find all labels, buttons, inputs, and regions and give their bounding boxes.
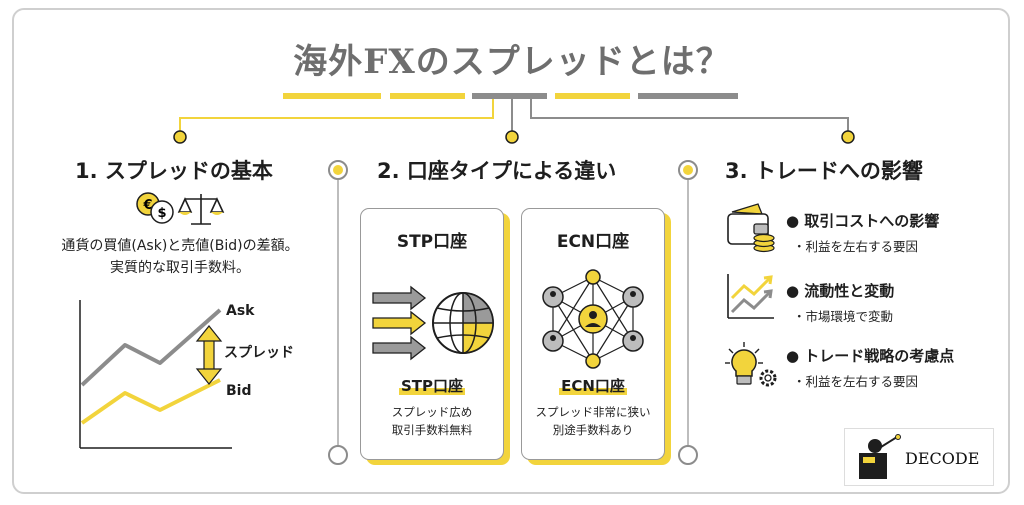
section1-description: 通貨の買値(Ask)と売値(Bid)の差額。 実質的な取引手数料。: [40, 235, 320, 279]
section1-heading: 1. スプレッドの基本: [75, 159, 273, 183]
spread-arrow: [195, 325, 223, 385]
impact-item-head: ● 流動性と変動: [786, 282, 895, 300]
stp-card-desc: スプレッド広め 取引手数料無料: [391, 405, 473, 437]
section3-heading: 3. トレードへの影響: [725, 159, 923, 183]
section2-heading: 2. 口座タイプによる違い: [377, 159, 617, 183]
decode-logo-text: DECODE: [905, 449, 980, 468]
ecn-card-label: ECN口座: [559, 377, 627, 395]
ecn-card-desc: スプレッド非常に狭い 別途手数料あり: [535, 405, 651, 437]
lightbulb-gear-icon: [725, 342, 777, 387]
ecn-card: ECN口座 ECN口座 スプレッド非常に狭い 別途: [521, 208, 665, 460]
impact-item-sub: ・利益を左右する要因: [793, 239, 919, 254]
stp-card-label: STP口座: [398, 377, 466, 395]
spread-label: スプレッド: [224, 345, 294, 361]
impact-item-sub: ・市場環境で変動: [793, 309, 894, 324]
ask-label: Ask: [226, 303, 255, 319]
decode-logo-mark-icon: [859, 434, 901, 479]
ask-line: [80, 308, 222, 387]
connector-dots: [173, 130, 855, 465]
title-underline: [283, 93, 738, 99]
svg-text:€: €: [142, 198, 152, 213]
spread-chart: [79, 300, 232, 449]
arrow-icon: [372, 335, 427, 361]
impact-item-sub: ・利益を左右する要因: [793, 374, 919, 389]
ecn-network-icon: [542, 269, 644, 369]
desc-line-1: 通貨の買値(Ask)と売値(Bid)の差額。: [61, 238, 299, 254]
wallet-icon: [727, 203, 775, 253]
page-title: 海外FXのスプレッドとは？: [293, 42, 731, 82]
bid-line: [80, 378, 221, 425]
bid-label: Bid: [226, 383, 252, 399]
stp-network-icon: [372, 285, 494, 361]
impact-item-head: ● トレード戦略の考慮点: [786, 347, 955, 365]
decode-logo: DECODE: [844, 428, 994, 486]
stp-card-title: STP口座: [396, 232, 468, 252]
trend-chart-icon: [727, 274, 774, 319]
outer-frame: [12, 8, 1010, 494]
impact-item-head: ● 取引コストへの影響: [786, 212, 940, 230]
svg-text:$: $: [157, 206, 166, 221]
arrow-icon: [372, 310, 427, 336]
stp-card: STP口座 STP口座 スプレッド広め 取引手数料無料: [360, 208, 504, 460]
globe-icon: [432, 292, 494, 354]
coins-scale-icon: € $: [136, 192, 225, 225]
ecn-card-title: ECN口座: [556, 232, 630, 252]
desc-line-2: 実質的な取引手数料。: [110, 260, 250, 276]
arrow-icon: [372, 285, 427, 311]
